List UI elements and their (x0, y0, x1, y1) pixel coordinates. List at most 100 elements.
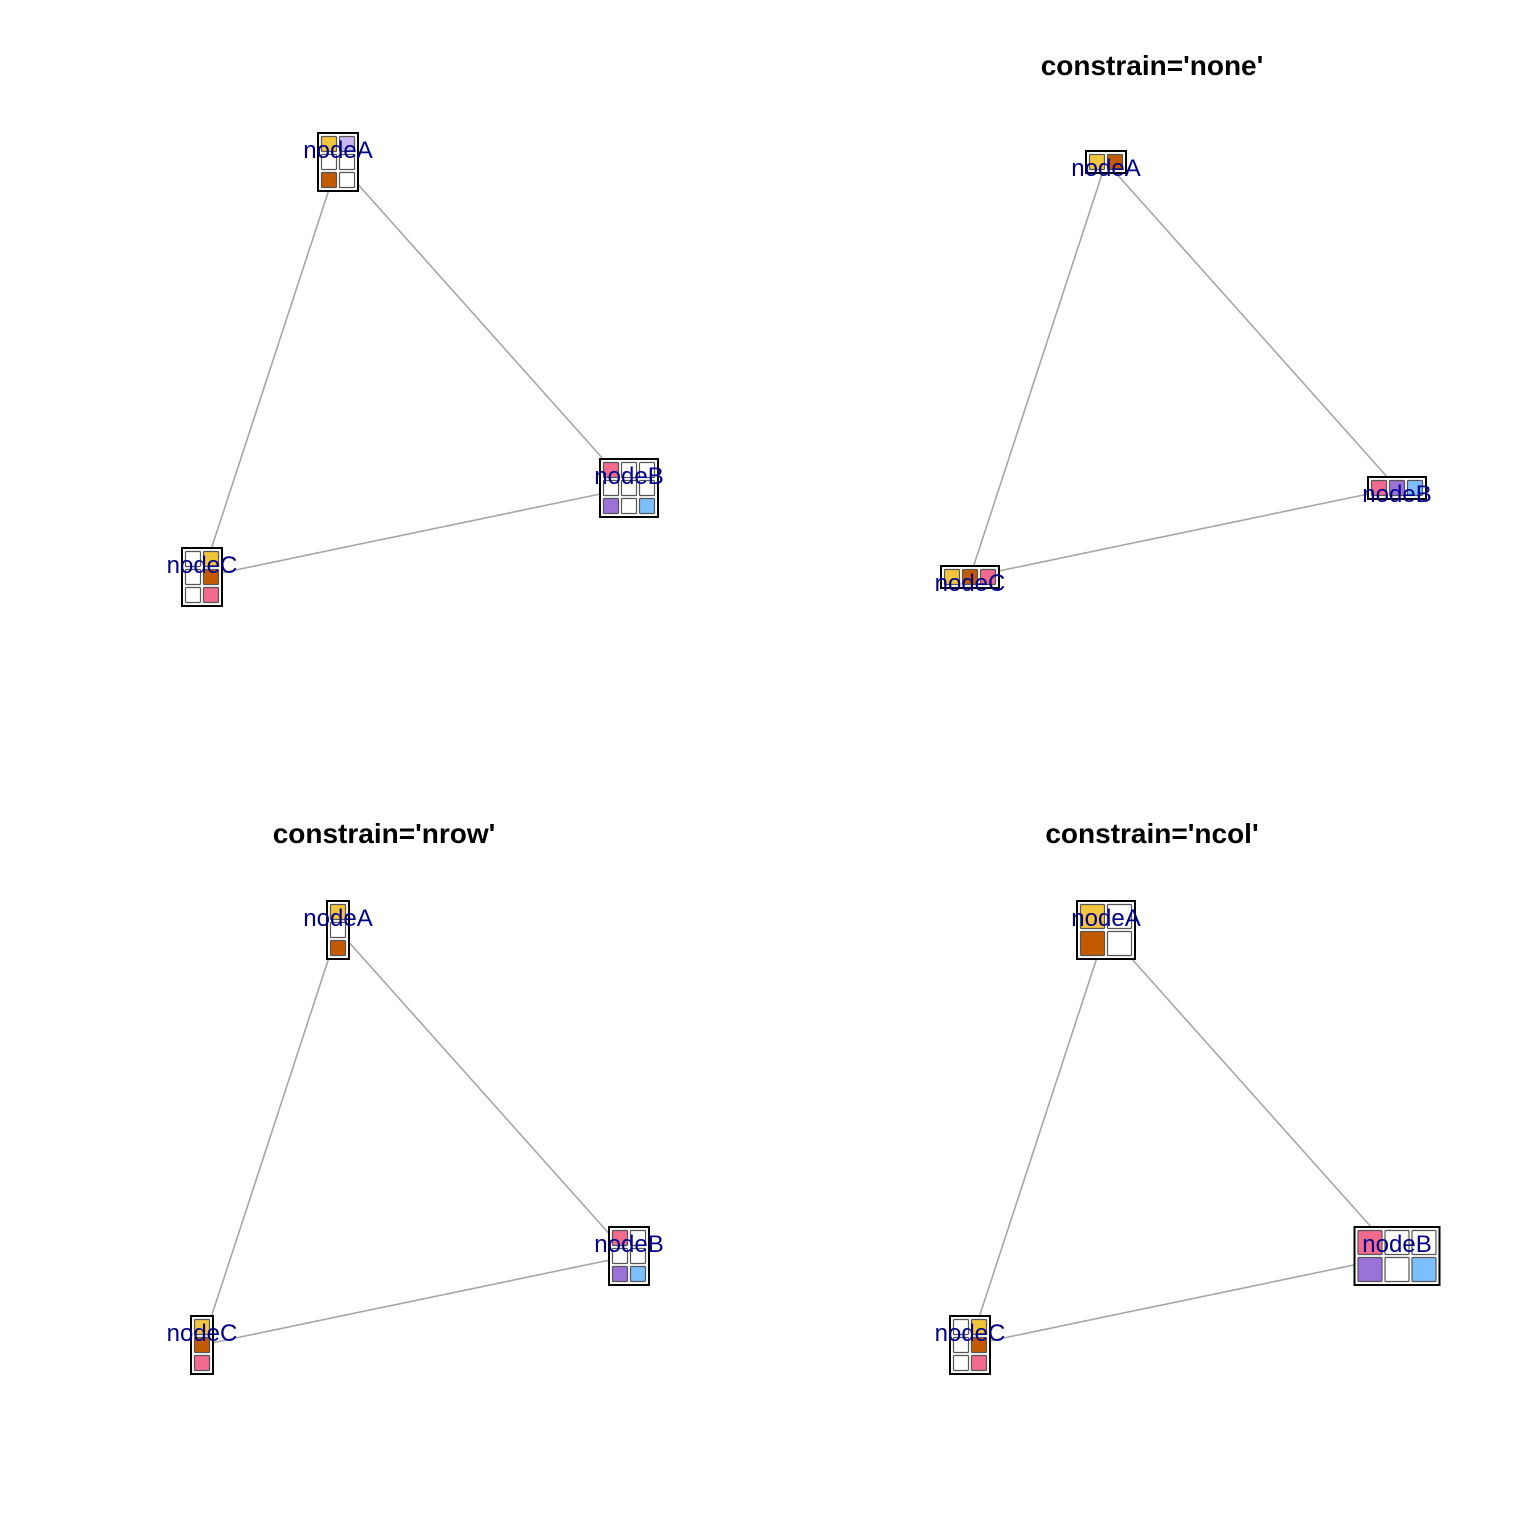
edges (201, 929, 630, 1346)
node-a[interactable]: nodeA (1071, 900, 1141, 960)
glyph-cell (620, 461, 638, 479)
edge-B-C (969, 1255, 1398, 1346)
edges (969, 161, 1398, 578)
node-label: nodeC (167, 552, 238, 579)
node-label: nodeA (303, 137, 372, 164)
glyph-cell (952, 1318, 970, 1336)
edge-A-B (1105, 161, 1398, 489)
node-c[interactable]: nodeC (167, 547, 238, 607)
glyph-cell (338, 153, 356, 171)
glyph-cell (193, 1354, 211, 1372)
glyph-cell (1357, 1229, 1383, 1256)
edge-A-B (337, 161, 630, 489)
edge-A-C (969, 929, 1107, 1346)
node-label: nodeA (303, 905, 372, 932)
glyph-cell (1106, 903, 1133, 930)
panel-3: constrain='nrow' nodeA nodeB nodeC (167, 818, 664, 1375)
glyph-cell (952, 1354, 970, 1372)
glyph-cell (202, 586, 220, 604)
glyph-cell (1079, 903, 1106, 930)
edges (969, 929, 1398, 1346)
glyph-cell (611, 1229, 629, 1247)
node-a[interactable]: nodeA (303, 900, 373, 960)
glyph-cell (602, 497, 620, 515)
node-c[interactable]: nodeC (935, 1315, 1006, 1375)
edge-A-C (201, 929, 339, 1346)
edge-B-C (201, 487, 630, 578)
edge-B-C (201, 1255, 630, 1346)
glyph-cell (629, 1247, 647, 1265)
glyph-cell (602, 461, 620, 479)
panel-title: constrain='nrow' (273, 818, 496, 849)
glyph-cell (638, 479, 656, 497)
edge-A-B (337, 929, 630, 1257)
glyph-cell (638, 497, 656, 515)
node-label: nodeB (1362, 481, 1431, 508)
glyph-cell (943, 568, 961, 586)
glyph-cell (611, 1247, 629, 1265)
node-label: nodeA (1071, 155, 1140, 182)
glyph-cell (1106, 153, 1124, 171)
glyph-cell (1411, 1256, 1437, 1283)
glyph-cell (1384, 1229, 1410, 1256)
glyph-cell (979, 568, 997, 586)
node-label: nodeC (167, 1320, 238, 1347)
glyph-cell (320, 171, 338, 189)
panel-title: constrain='none' (1041, 50, 1264, 81)
panel-1: nodeA nodeB nodeC (167, 132, 664, 607)
panel-4: constrain='ncol' nodeA nodeB nodeC (935, 818, 1441, 1375)
glyph-cell (329, 903, 347, 921)
node-a[interactable]: nodeA (1071, 150, 1141, 182)
glyph-cell (320, 135, 338, 153)
glyph-cell (611, 1265, 629, 1283)
node-label: nodeB (1362, 1231, 1431, 1258)
glyph-cell (1384, 1256, 1410, 1283)
node-c[interactable]: nodeC (935, 565, 1006, 597)
node-b[interactable]: nodeB (594, 1226, 664, 1286)
glyph-cell (202, 550, 220, 568)
node-b[interactable]: nodeB (594, 458, 664, 518)
node-label: nodeA (1071, 905, 1140, 932)
node-label: nodeC (935, 1320, 1006, 1347)
glyph-cell (193, 1336, 211, 1354)
node-label: nodeB (594, 463, 663, 490)
glyph-cell (193, 1318, 211, 1336)
glyph-cell (970, 1354, 988, 1372)
node-c[interactable]: nodeC (167, 1315, 238, 1375)
edges (201, 161, 630, 578)
glyph-cell (184, 550, 202, 568)
glyph-cell (970, 1318, 988, 1336)
glyph-cell (629, 1265, 647, 1283)
glyph-cell (329, 921, 347, 939)
glyph-cell (638, 461, 656, 479)
node-b[interactable]: nodeB (1353, 1226, 1441, 1286)
glyph-cell (202, 568, 220, 586)
glyph-cell (1370, 479, 1388, 497)
glyph-cell (602, 479, 620, 497)
node-label: nodeC (935, 570, 1006, 597)
glyph-cell (952, 1336, 970, 1354)
glyph-cell (961, 568, 979, 586)
glyph-cell (1406, 479, 1424, 497)
glyph-cell (1079, 930, 1106, 957)
glyph-cell (970, 1336, 988, 1354)
node-label: nodeB (594, 1231, 663, 1258)
glyph-cell (329, 939, 347, 957)
node-b[interactable]: nodeB (1362, 476, 1432, 508)
glyph-cell (184, 568, 202, 586)
glyph-cell (629, 1229, 647, 1247)
edge-A-C (201, 161, 339, 578)
edge-A-C (969, 161, 1107, 578)
edge-A-B (1105, 929, 1398, 1257)
panel-title: constrain='ncol' (1045, 818, 1258, 849)
glyph-cell (320, 153, 338, 171)
glyph-cell (1411, 1229, 1437, 1256)
glyph-cell (338, 135, 356, 153)
glyph-cell (1088, 153, 1106, 171)
glyph-cell (1106, 930, 1133, 957)
glyph-cell (1357, 1256, 1383, 1283)
glyph-cell (184, 586, 202, 604)
node-a[interactable]: nodeA (303, 132, 373, 192)
edge-B-C (969, 487, 1398, 578)
